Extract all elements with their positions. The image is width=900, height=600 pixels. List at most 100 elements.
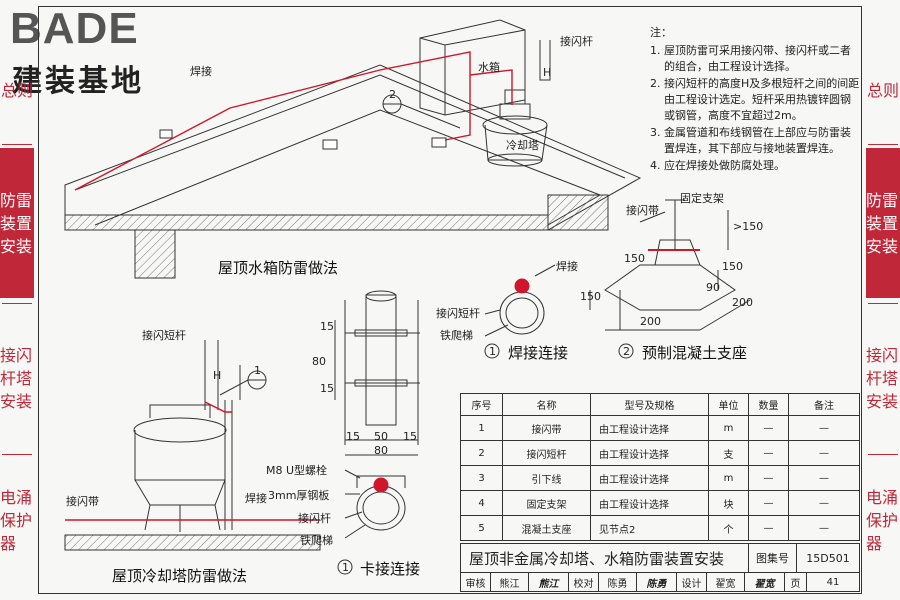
col-no: 序号: [460, 393, 503, 416]
label-rod-top: 接闪杆: [560, 35, 593, 48]
label-short-rod-bottom: 接闪短杆: [142, 329, 186, 342]
tab-divider: [2, 303, 32, 304]
col-qty: 数量: [748, 393, 789, 416]
designer-signature: 翟宽: [745, 573, 785, 591]
cell: —: [748, 515, 789, 541]
dim-90: 90: [706, 281, 720, 294]
label-iron-ladder: 铁爬梯: [440, 329, 473, 342]
label-h-bottom: H: [213, 369, 222, 382]
tab-label: 接闪杆塔安装: [866, 345, 899, 411]
dim-80-vertical: 80: [312, 355, 326, 368]
label-weld-bottom: 焊接: [245, 492, 267, 505]
cell: 2: [460, 440, 503, 466]
tab-label: 总则: [0, 80, 33, 100]
note-item: 2.接闪短杆的高度H及多根短杆之间的间距由工程设计选定。短杆采用热镀锌圆钢或钢管…: [650, 77, 860, 122]
tab-divider: [2, 454, 32, 455]
designer-name: 翟宽: [707, 573, 745, 591]
right-tab-lightning-protection[interactable]: 防雷装置安装: [866, 148, 900, 298]
notes-block: 注： 1.屋顶防雷可采用接闪带、接闪杆或二者的组合，由工程设计选择。 2.接闪短…: [650, 25, 860, 175]
tab-divider: [868, 454, 898, 455]
cell: 块: [708, 490, 749, 516]
cell: 引下线: [502, 465, 591, 491]
table-header-row: 序号 名称 型号及规格 单位 数量 备注: [460, 393, 860, 416]
cell: —: [788, 415, 860, 441]
right-tab-general[interactable]: 总则: [866, 40, 900, 140]
cell: 由工程设计选择: [590, 415, 709, 441]
left-tab-general[interactable]: 总则: [0, 40, 34, 140]
page-number: 41: [826, 576, 840, 588]
detail-marker-1: [219, 370, 267, 396]
label-clamp-iron: 铁爬梯: [300, 534, 333, 547]
title-block: 屋顶非金属冷却塔、水箱防雷装置安装 图集号 15D501: [460, 543, 860, 573]
label-detail-2: 2: [389, 88, 396, 101]
dim-15-d: 15: [403, 430, 417, 443]
lightning-strip-bottom: [65, 401, 320, 521]
left-tab-lightning-protection[interactable]: 防雷装置安装: [0, 148, 34, 298]
tab-divider: [868, 303, 898, 304]
lightning-strip-top: [74, 51, 513, 191]
tab-label: 防雷装置安装: [866, 190, 899, 256]
dim-200-a: 200: [640, 315, 661, 328]
caption-cooling-tower: 屋顶冷却塔防雷做法: [112, 567, 248, 585]
cell: 1: [460, 415, 503, 441]
tab-label: 电涌保护器: [866, 487, 899, 553]
weld-detail-drawing: [484, 264, 556, 337]
cell: 由工程设计选择: [590, 440, 709, 466]
cell: —: [748, 490, 789, 516]
caption-number-circles: [337, 343, 634, 575]
label-water-tank: 水箱: [478, 61, 500, 74]
cell: 混凝土支座: [502, 515, 591, 541]
label-h-top: H: [543, 66, 552, 79]
label-steel-plate: 3mm厚钢板: [268, 489, 330, 502]
note-text: 屋顶防雷可采用接闪带、接闪杆或二者的组合，由工程设计选择。: [664, 44, 851, 73]
caption-concrete-support: 预制混凝土支座: [642, 344, 748, 362]
label-lightning-strip-detail: 接闪带: [626, 204, 659, 217]
review-label: 审核: [461, 573, 491, 591]
dim-150-top: 150: [624, 252, 645, 265]
logo-brand: BADE: [10, 4, 139, 53]
cell: 3: [460, 465, 503, 491]
tab-label: 总则: [866, 80, 899, 100]
dim-200-b: 200: [732, 296, 753, 309]
cell: 支: [708, 440, 749, 466]
dim-150-height: 150: [580, 290, 601, 303]
check-label: 校对: [569, 573, 599, 591]
label-fixed-bracket: 固定支架: [680, 192, 724, 205]
reviewer-signature: 熊江: [529, 573, 569, 591]
note-item: 4.应在焊接处做防腐处理。: [650, 159, 785, 172]
left-tab-surge-protector[interactable]: 电涌保护器: [0, 460, 34, 580]
cell: 个: [708, 515, 749, 541]
tab-divider: [868, 144, 898, 145]
right-tab-surge-protector[interactable]: 电涌保护器: [866, 460, 900, 580]
caption-roof-tank: 屋顶水箱防雷做法: [218, 259, 339, 277]
left-tab-rod-tower[interactable]: 接闪杆塔安装: [0, 308, 34, 448]
tab-divider: [2, 144, 32, 145]
cell: 由工程设计选择: [590, 465, 709, 491]
label-strip-bottom: 接闪带: [66, 495, 99, 508]
notes-title: 注：: [650, 26, 672, 39]
right-tab-rod-tower[interactable]: 接闪杆塔安装: [866, 308, 900, 448]
cooling-tower-bottom-drawing: [64, 340, 321, 551]
dim-over-150: >150: [733, 220, 764, 233]
label-short-rod: 接闪短杆: [436, 307, 480, 320]
tab-label: 电涌保护器: [0, 487, 33, 553]
note-text: 金属管道和布线钢管在上部应与防雷装置焊连，其下部应与接地装置焊连。: [664, 126, 851, 155]
atlas-number-label: 图集号: [749, 544, 797, 572]
note-text: 应在焊接处做防腐处理。: [664, 159, 785, 172]
label-weld-top: 焊接: [190, 65, 212, 78]
note-item: 1.屋顶防雷可采用接闪带、接闪杆或二者的组合，由工程设计选择。: [650, 43, 860, 75]
label-u-bolt: M8 U型螺栓: [266, 464, 328, 477]
cell: m: [708, 415, 749, 441]
dim-15-b: 15: [320, 382, 334, 395]
support-detail-drawing: [589, 199, 751, 331]
signature-row: 审核 熊江 熊江 校对 陈勇 陈勇 设计 翟宽 翟宽 页 41: [460, 573, 860, 592]
dim-80-horizontal: 80: [374, 444, 388, 457]
dim-150-left: 150: [722, 260, 743, 273]
col-unit: 单位: [708, 393, 749, 416]
support-caption-number: 2: [623, 345, 630, 358]
cell: —: [788, 465, 860, 491]
